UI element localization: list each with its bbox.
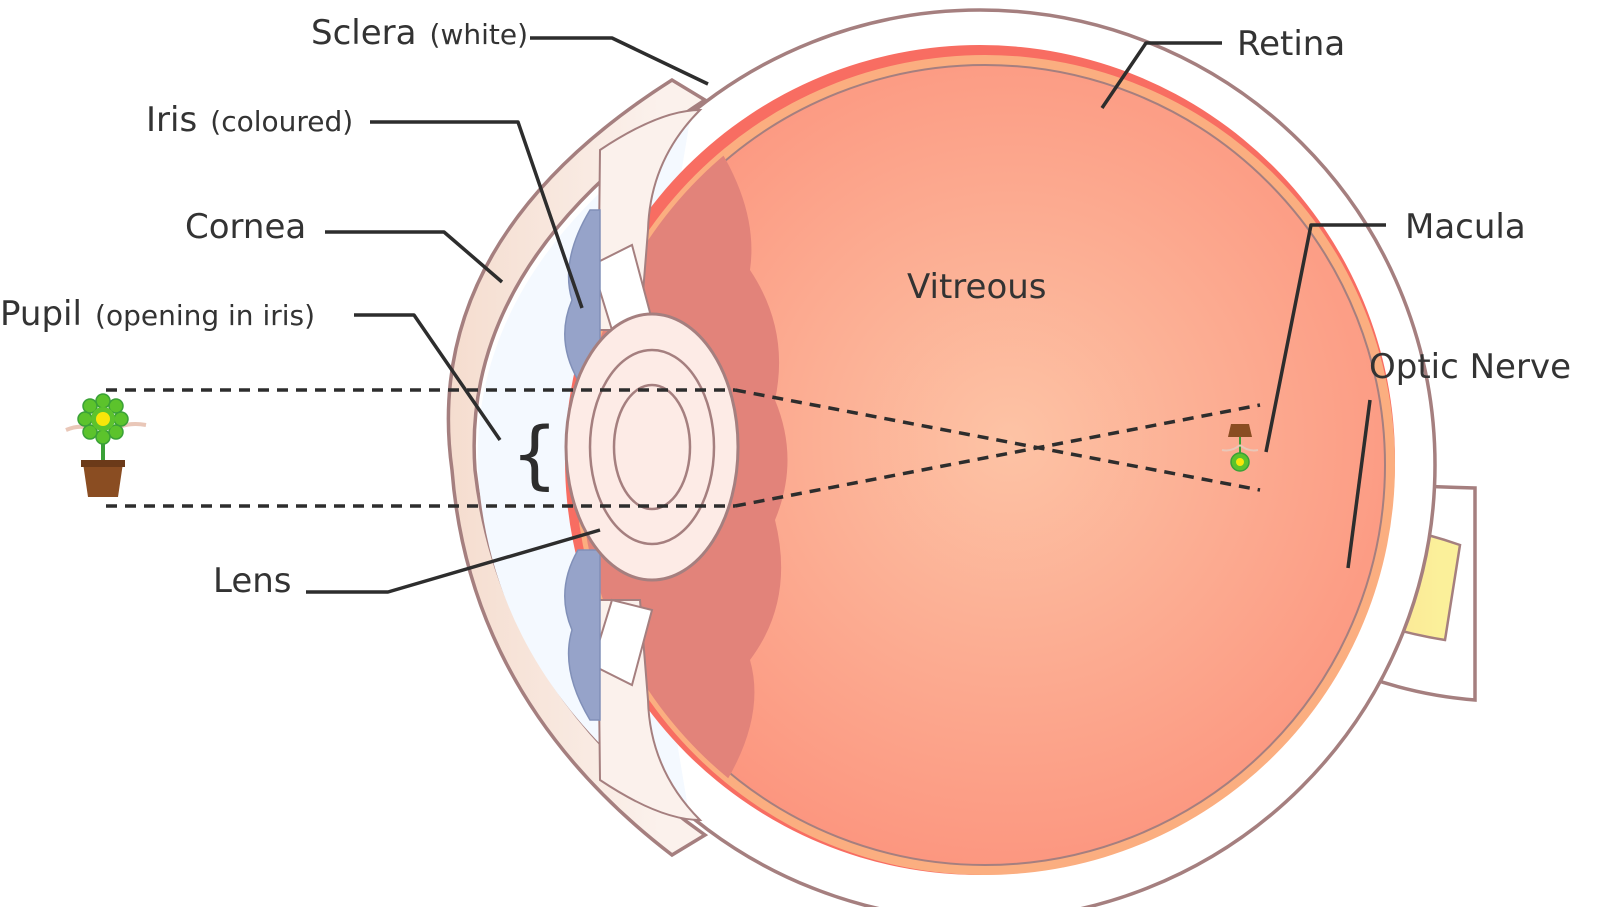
label-vitreous: Vitreous <box>907 267 1047 307</box>
flower-pot-icon <box>65 393 147 497</box>
label-retina: Retina <box>1237 24 1345 64</box>
pupil-leader <box>354 313 502 441</box>
light-rays <box>106 388 1261 508</box>
iris-leader <box>370 120 584 309</box>
leader-lines <box>306 36 1386 594</box>
label-optic-nerve: Optic Nerve <box>1369 347 1571 387</box>
optic-nerve-leader <box>1346 399 1372 569</box>
label-lens: Lens <box>213 561 292 601</box>
pupil-brace: { <box>511 412 558 498</box>
lens <box>564 312 740 582</box>
label-pupil: Pupil (opening in iris) <box>0 294 315 334</box>
lens-leader <box>306 528 601 594</box>
label-cornea: Cornea <box>185 207 306 247</box>
cornea-leader <box>325 230 504 284</box>
macula-leader <box>1264 223 1386 453</box>
sclera-leader <box>530 36 709 86</box>
label-macula: Macula <box>1405 207 1526 247</box>
inverted-flower-icon <box>1221 424 1259 472</box>
iris <box>564 209 601 721</box>
label-sclera: Sclera (white) <box>311 13 528 53</box>
retina-leader <box>1100 41 1222 109</box>
label-iris: Iris (coloured) <box>146 100 353 140</box>
